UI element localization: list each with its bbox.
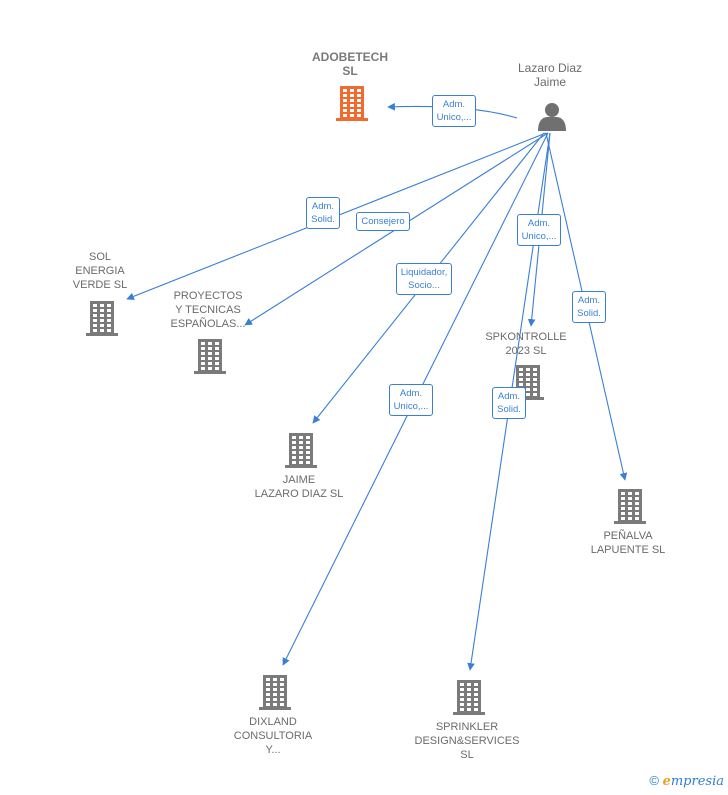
edge-label-spkontrolle[interactable]: Adm. Unico,... <box>516 214 562 246</box>
edge-label-sol-energia[interactable]: Adm. Solid. <box>306 197 340 229</box>
edge-label-jaime-lazaro[interactable]: Liquidador, Socio... <box>395 263 453 295</box>
company-name-line: 2023 SL <box>505 345 547 357</box>
person-icon[interactable] <box>538 103 566 131</box>
company-name-line: Y TECNICAS <box>175 304 241 316</box>
company-name-line: ESPAÑOLAS... <box>170 318 246 330</box>
edge-label-dixland[interactable]: Adm. Unico,... <box>388 384 434 416</box>
company-name-line: SOL <box>88 251 111 263</box>
building-icon[interactable] <box>512 365 544 400</box>
edge-label-line: Adm. <box>577 295 601 306</box>
copyright-icon: © <box>649 773 659 788</box>
edge-label-sprinkler[interactable]: Adm. Solid. <box>492 387 526 419</box>
edges-layer <box>126 102 628 671</box>
person-name[interactable]: Lazaro Diaz Jaime <box>500 61 600 89</box>
building-icon[interactable] <box>259 675 291 710</box>
person-name-line1: Lazaro Diaz <box>517 61 583 75</box>
company-name-line: SL <box>460 749 474 761</box>
edge-label-line: Unico,... <box>436 112 472 123</box>
edge-label-line: Adm. <box>442 99 466 110</box>
company-name-line: LAPUENTE SL <box>590 544 666 556</box>
edge-label-line: Liquidador, <box>400 267 448 278</box>
building-icon[interactable] <box>86 301 118 336</box>
company-name-line: PROYECTOS <box>173 290 243 302</box>
edge-label-line: Solid. <box>311 214 335 225</box>
edge-label-line: Adm. <box>497 391 521 402</box>
company-name-jaime-lazaro[interactable]: JAIME LAZARO DIAZ SL <box>255 473 344 501</box>
building-icon[interactable] <box>194 339 226 374</box>
person-name-line2: Jaime <box>533 75 566 89</box>
building-icon[interactable] <box>614 489 646 524</box>
company-name-line: Y... <box>265 744 281 756</box>
edge-label-line: Solid. <box>497 404 521 415</box>
company-name-line: SPRINKLER <box>435 721 499 733</box>
edge-label-line: Consejero <box>361 215 405 227</box>
edge-label-line: Adm. <box>527 218 551 229</box>
company-name-line: VERDE SL <box>72 279 128 291</box>
company-name-line: ENERGIA <box>75 265 125 277</box>
edge-label-line: Adm. <box>399 388 423 399</box>
icons-layer <box>86 86 646 715</box>
company-name-line: DESIGN&SERVICES <box>414 735 520 747</box>
brand-logo: empresia <box>662 774 724 789</box>
company-name-line: LAZARO DIAZ SL <box>254 488 344 500</box>
company-name-sol-energia[interactable]: SOL ENERGIA VERDE SL <box>73 250 127 292</box>
company-name-dixland[interactable]: DIXLAND CONSULTORIA Y... <box>234 715 312 757</box>
edge-label-adobetech[interactable]: Adm. Unico,... <box>431 95 477 127</box>
building-icon[interactable] <box>285 433 317 468</box>
building-icon[interactable] <box>453 680 485 715</box>
company-name-line: DIXLAND <box>249 716 297 728</box>
edge-label-line: Socio... <box>408 280 440 291</box>
company-name-line: JAIME <box>282 474 316 486</box>
edge-label-line: Unico,... <box>393 401 429 412</box>
company-name-line: ADOBETECH <box>311 50 388 64</box>
edge-label-penalva[interactable]: Adm. Solid. <box>572 291 606 323</box>
company-name-sprinkler[interactable]: SPRINKLER DESIGN&SERVICES SL <box>415 720 520 762</box>
company-name-line: SPKONTROLLE <box>485 331 567 343</box>
company-name-spkontrolle[interactable]: SPKONTROLLE 2023 SL <box>485 330 566 358</box>
company-name-line: CONSULTORIA <box>233 730 313 742</box>
company-name-proyectos[interactable]: PROYECTOS Y TECNICAS ESPAÑOLAS... <box>171 289 246 331</box>
company-name-line: SL <box>342 64 358 78</box>
edge-label-line: Adm. <box>311 201 335 212</box>
company-name-penalva[interactable]: PEÑALVA LAPUENTE SL <box>591 529 666 557</box>
edge-label-proyectos[interactable]: Consejero <box>356 211 410 231</box>
edge-label-line: Unico,... <box>521 231 557 242</box>
edge-label-line: Solid. <box>577 308 601 319</box>
company-name-line: PEÑALVA <box>603 530 653 542</box>
building-icon[interactable] <box>336 86 368 121</box>
footer-brand[interactable]: © empresia <box>649 773 724 789</box>
